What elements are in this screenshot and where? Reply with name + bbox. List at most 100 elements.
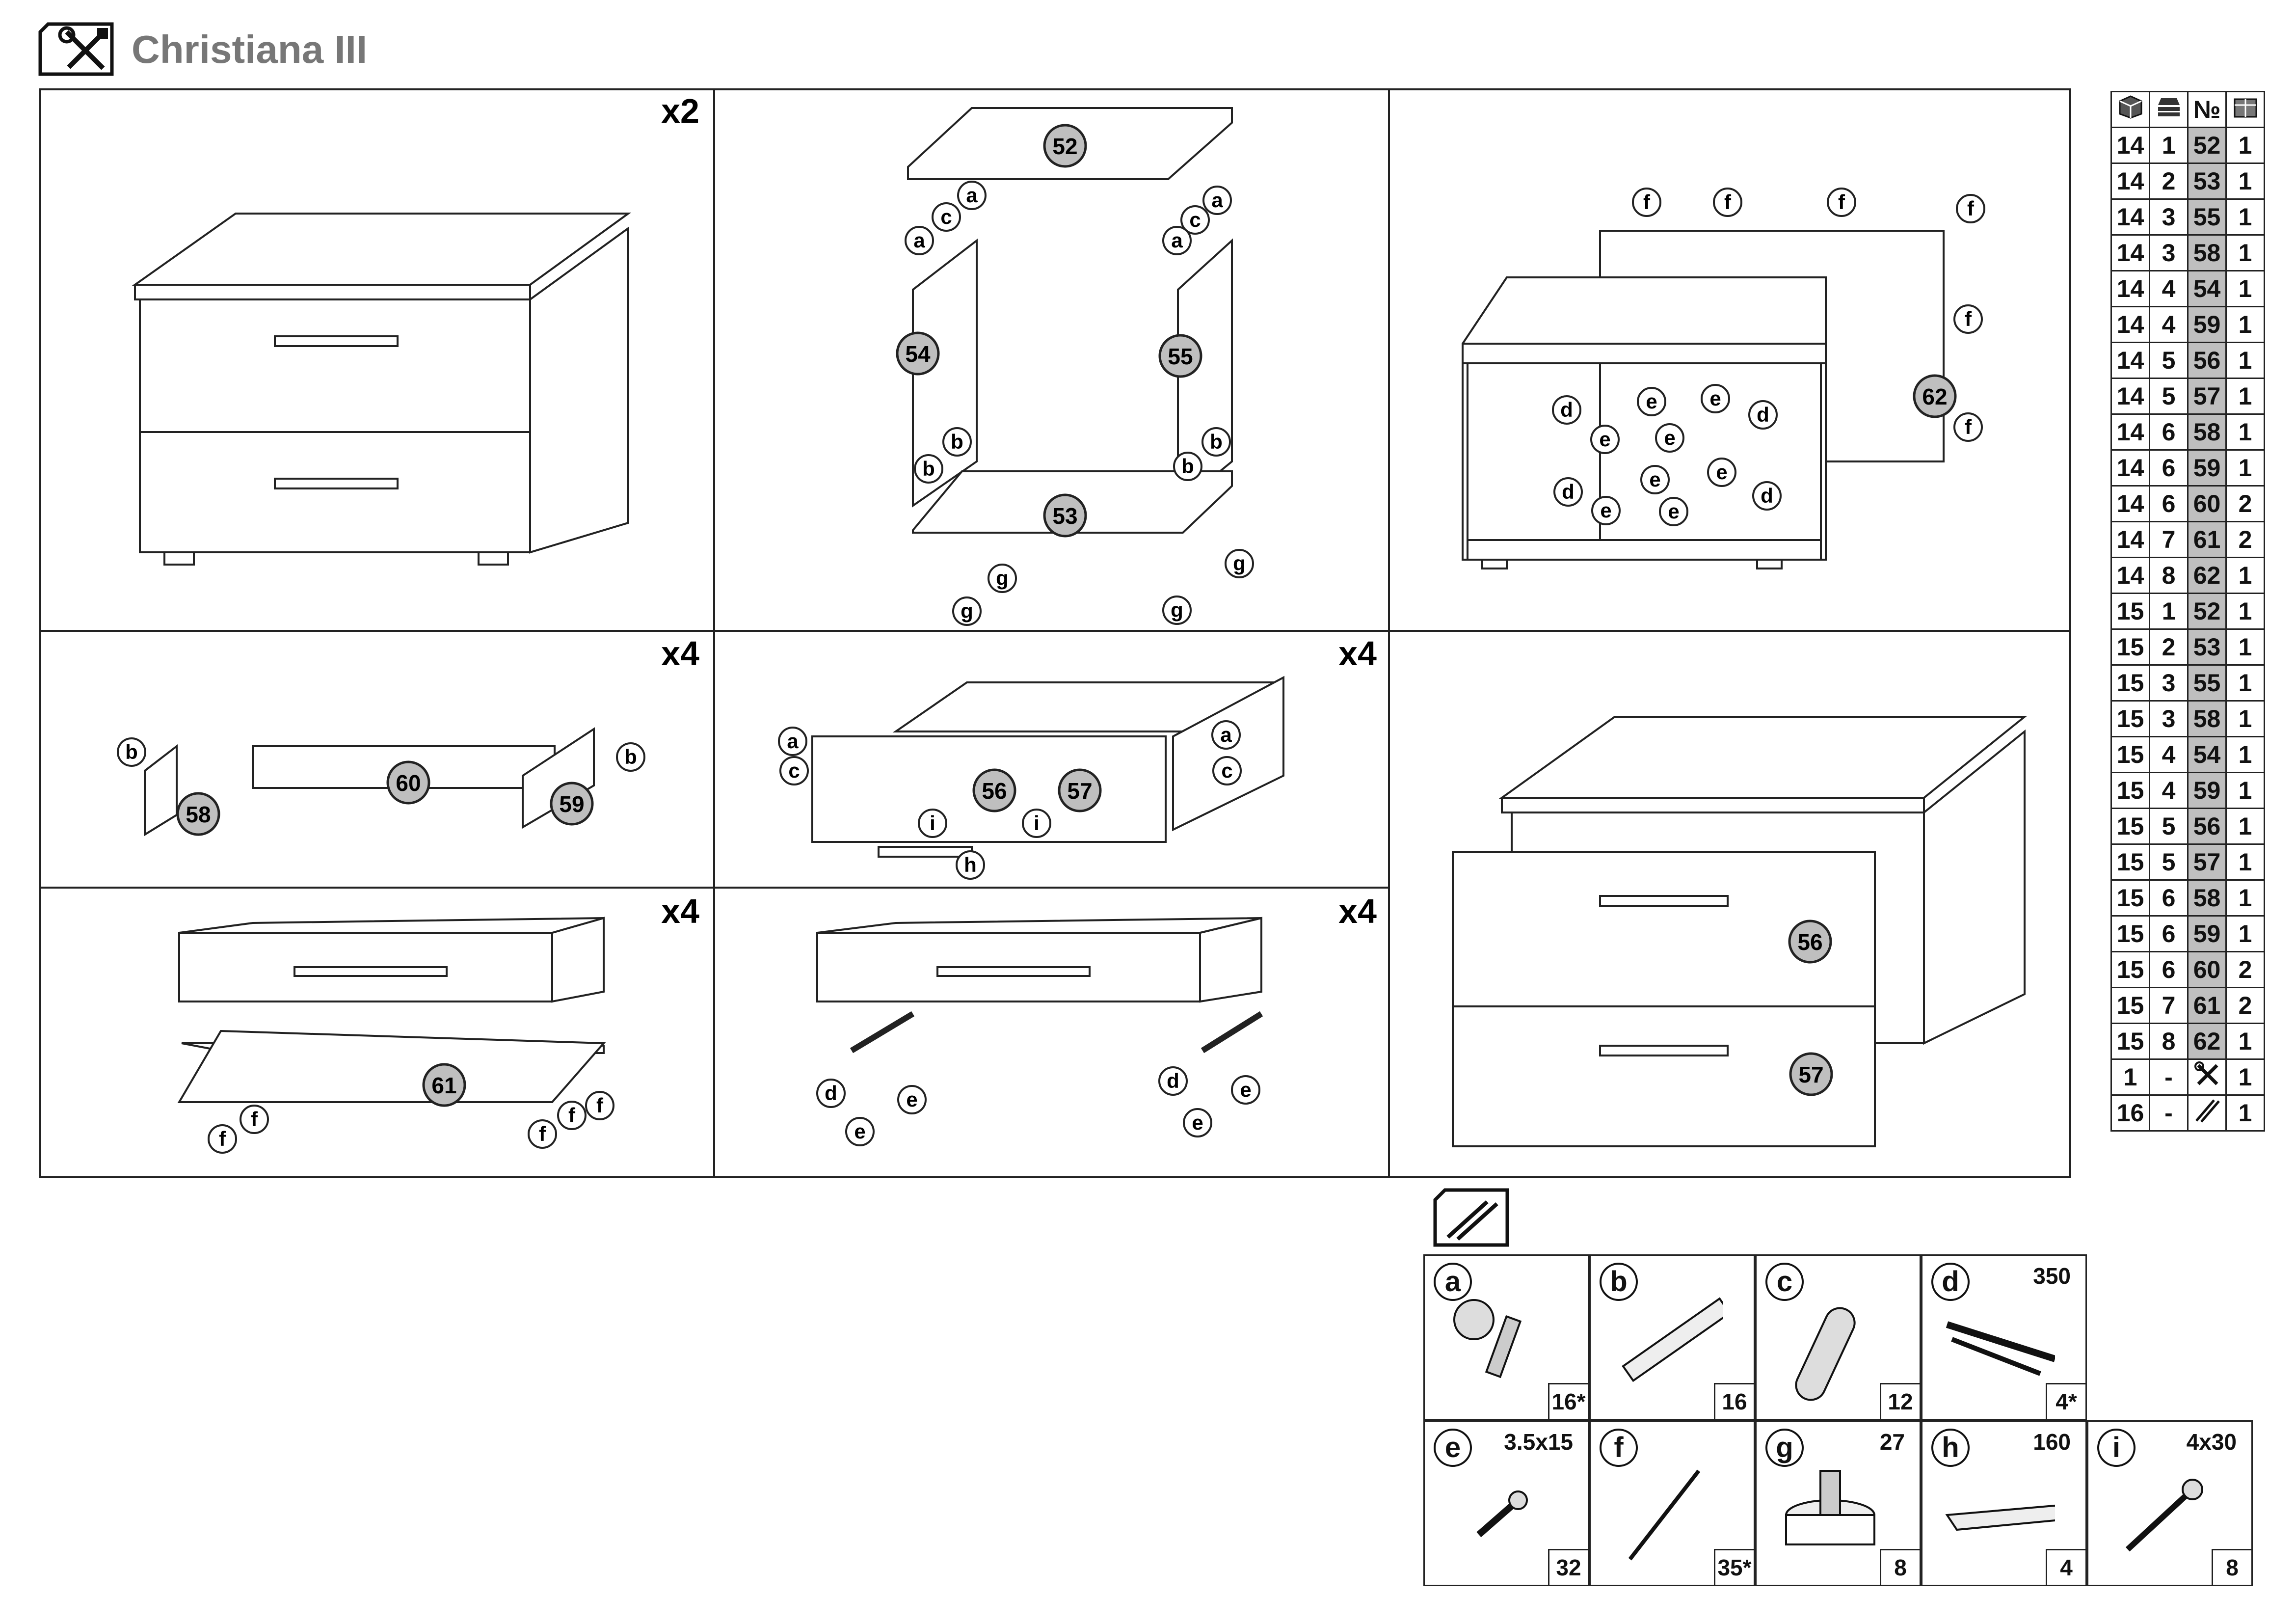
fitting-bubble: a: [1202, 186, 1232, 215]
table-cell: 1: [2225, 664, 2265, 702]
table-cell: 1: [2225, 270, 2265, 307]
svg-text:52: 52: [1052, 134, 1077, 159]
table-cell: 8: [2149, 557, 2189, 594]
table-cell: -: [2149, 1094, 2189, 1132]
table-cell: 1: [2225, 557, 2265, 594]
fitting-bubble: i: [918, 809, 947, 838]
svg-text:a: a: [1211, 189, 1223, 212]
fitting-bubble: f: [1827, 188, 1856, 217]
screws-icon: [1433, 1188, 1509, 1247]
svg-text:b: b: [1210, 430, 1223, 453]
table-cell: 1: [2225, 593, 2265, 630]
tools-icon: [38, 22, 114, 76]
table-cell: 3: [2149, 664, 2189, 702]
part-number-cell: 53: [2187, 162, 2227, 200]
svg-text:f: f: [539, 1122, 546, 1145]
part-bubble: 57: [1789, 1052, 1833, 1096]
table-cell: 1: [2225, 1058, 2265, 1096]
fitting-bubble: g: [1225, 549, 1254, 578]
svg-text:62: 62: [1922, 384, 1947, 409]
fitting-bubble: f: [1713, 188, 1742, 217]
table-cell: 1: [2225, 378, 2265, 415]
part-number-cell: 58: [2187, 234, 2227, 271]
hardware-letter: h: [1931, 1429, 1970, 1467]
svg-text:e: e: [1600, 499, 1611, 522]
hardware-letter: c: [1765, 1263, 1804, 1301]
fitting-bubble: a: [1211, 720, 1241, 750]
part-number-cell: 54: [2187, 270, 2227, 307]
table-cell: 1: [2225, 234, 2265, 271]
fitting-bubble: g: [1162, 595, 1192, 625]
table-cell: 5: [2149, 342, 2189, 379]
fitting-bubble: f: [528, 1119, 557, 1149]
part-bubble: 57: [1058, 768, 1102, 812]
part-number-cell: 52: [2187, 127, 2227, 164]
table-cell: 15: [2110, 664, 2150, 702]
table-cell: 14: [2110, 198, 2150, 236]
part-bubble: 54: [896, 331, 940, 376]
part-bubble: 56: [1788, 920, 1832, 964]
table-cell: 14: [2110, 234, 2150, 271]
svg-text:d: d: [825, 1082, 837, 1105]
part-number-cell: 59: [2187, 306, 2227, 343]
table-cell: 15: [2110, 879, 2150, 917]
part-number-cell: 59: [2187, 449, 2227, 487]
part-number-cell: 57: [2187, 843, 2227, 881]
table-cell: 1: [2225, 306, 2265, 343]
hardware-quantity: 8: [2212, 1549, 2251, 1585]
fitting-bubble: e: [1640, 465, 1670, 494]
table-cell: 15: [2110, 951, 2150, 988]
part-bubble: 62: [1913, 374, 1957, 418]
part-number-cell: 59: [2187, 915, 2227, 952]
svg-text:54: 54: [905, 341, 931, 367]
svg-text:56: 56: [1797, 929, 1822, 955]
svg-text:a: a: [913, 229, 925, 252]
fitting-bubble: b: [942, 427, 972, 457]
hardware-quantity: 8: [1880, 1549, 1920, 1585]
part-number-cell: 59: [2187, 772, 2227, 809]
fitting-bubble: f: [208, 1124, 237, 1154]
table-cell: 14: [2110, 162, 2150, 200]
svg-text:f: f: [1724, 190, 1732, 214]
hardware-quantity: 16*: [1548, 1383, 1588, 1419]
table-cell: 7: [2149, 521, 2189, 558]
svg-text:b: b: [951, 430, 963, 453]
table-cell: 14: [2110, 413, 2150, 451]
part-number-cell: 56: [2187, 342, 2227, 379]
multiplier: x4: [1338, 892, 1377, 930]
svg-text:53: 53: [1052, 503, 1077, 529]
hardware-quantity: 4*: [2046, 1383, 2085, 1419]
fitting-bubble: h: [956, 850, 985, 880]
fitting-bubble: f: [1953, 304, 1983, 334]
table-cell: 6: [2149, 485, 2189, 522]
svg-text:d: d: [1560, 398, 1573, 421]
table-cell: 4: [2149, 270, 2189, 307]
table-cell: 3: [2149, 234, 2189, 271]
fitting-bubble: a: [778, 727, 807, 756]
table-cell: 1: [2225, 1023, 2265, 1060]
table-cell: 15: [2110, 1023, 2150, 1060]
svg-text:e: e: [1646, 390, 1657, 413]
fitting-bubble: d: [1752, 481, 1782, 511]
part-bubble: 61: [422, 1063, 466, 1107]
svg-text:e: e: [1240, 1078, 1251, 1101]
hardware-dimension: 4x30: [2186, 1429, 2237, 1455]
table-cell: 15: [2110, 987, 2150, 1024]
part-number-cell: 56: [2187, 808, 2227, 845]
table-cell: 1: [2225, 449, 2265, 487]
svg-text:59: 59: [559, 791, 584, 817]
part-number-cell: 60: [2187, 951, 2227, 988]
table-cell: 1: [2225, 808, 2265, 845]
